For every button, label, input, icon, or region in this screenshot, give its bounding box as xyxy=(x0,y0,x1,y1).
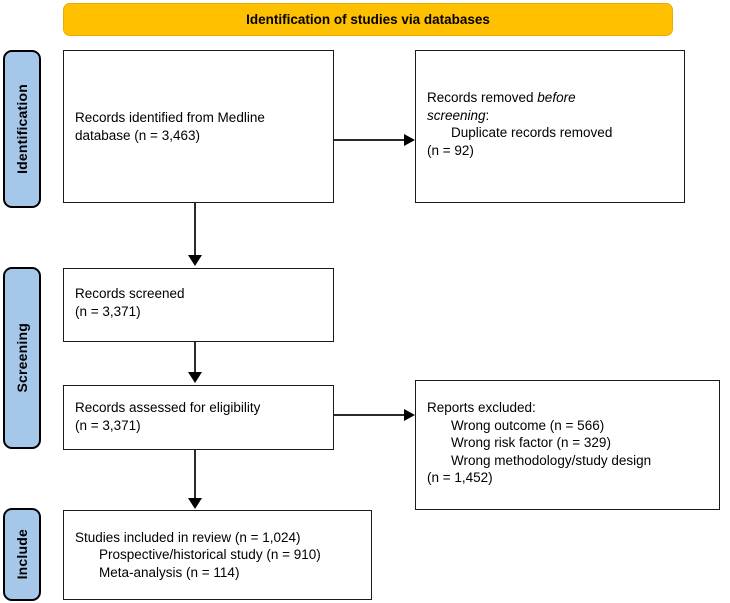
records-screened-line-1: Records screened xyxy=(75,286,185,301)
identification-banner: Identification of studies via databases xyxy=(63,3,673,36)
phase-tab-include: Include xyxy=(3,508,41,601)
records-identified-line-2: database (n = 3,463) xyxy=(75,127,200,143)
arrowhead-screened-to-assessed xyxy=(188,372,202,383)
arrowhead-assessed-to-excluded xyxy=(404,409,415,421)
arrowhead-assessed-to-included xyxy=(188,498,202,509)
connector-identified-to-removed xyxy=(334,139,404,141)
records-assessed-line-2: (n = 3,371) xyxy=(75,417,141,433)
records-removed-italic-before: before xyxy=(537,90,576,105)
reports-excluded-line-2: Wrong outcome (n = 566) xyxy=(451,417,605,433)
records-removed-prefix: Records removed xyxy=(427,90,538,105)
records-removed-line-2: screening: xyxy=(427,107,673,125)
phase-tab-identification: Identification xyxy=(3,50,41,208)
box-records-removed: Records removed before screening: Duplic… xyxy=(415,50,685,203)
box-studies-included: Studies included in review (n = 1,024) P… xyxy=(63,510,372,600)
box-records-assessed: Records assessed for eligibility (n = 3,… xyxy=(63,385,334,450)
records-removed-line-3: Duplicate records removed xyxy=(451,125,613,140)
records-identified-line-1: Records identified from Medline xyxy=(75,110,265,125)
box-reports-excluded: Reports excluded: Wrong outcome (n = 566… xyxy=(415,380,720,510)
arrowhead-identified-to-removed xyxy=(404,134,415,146)
records-assessed-line-1: Records assessed for eligibility xyxy=(75,400,261,415)
reports-excluded-line-3: Wrong risk factor (n = 329) xyxy=(451,435,611,450)
connector-assessed-to-excluded xyxy=(334,414,404,416)
banner-label: Identification of studies via databases xyxy=(246,12,490,27)
reports-excluded-line-1: Reports excluded: xyxy=(427,400,536,415)
reports-excluded-line-5: (n = 1,452) xyxy=(427,470,493,485)
studies-included-line-3: Meta-analysis (n = 114) xyxy=(99,564,240,580)
records-removed-italic-screening: screening xyxy=(427,107,486,123)
studies-included-line-2: Prospective/historical study (n = 910) xyxy=(99,547,321,563)
connector-identified-to-screened xyxy=(194,203,196,255)
studies-included-line-1: Studies included in review (n = 1,024) xyxy=(75,529,301,545)
records-removed-line-1: Records removed before xyxy=(427,89,673,107)
phase-tab-screening: Screening xyxy=(3,267,41,449)
phase-label-include: Include xyxy=(14,529,30,580)
connector-screened-to-assessed xyxy=(194,342,196,372)
phase-label-identification: Identification xyxy=(14,84,30,174)
records-removed-line-4: (n = 92) xyxy=(427,142,474,158)
records-removed-colon: : xyxy=(485,107,490,123)
box-records-screened: Records screened (n = 3,371) xyxy=(63,268,334,342)
phase-label-screening: Screening xyxy=(14,323,30,393)
arrowhead-identified-to-screened xyxy=(188,255,202,266)
records-screened-line-2: (n = 3,371) xyxy=(75,303,141,319)
box-records-identified: Records identified from Medline database… xyxy=(63,50,334,203)
connector-assessed-to-included xyxy=(194,450,196,498)
reports-excluded-line-4: Wrong methodology/study design xyxy=(451,452,652,468)
